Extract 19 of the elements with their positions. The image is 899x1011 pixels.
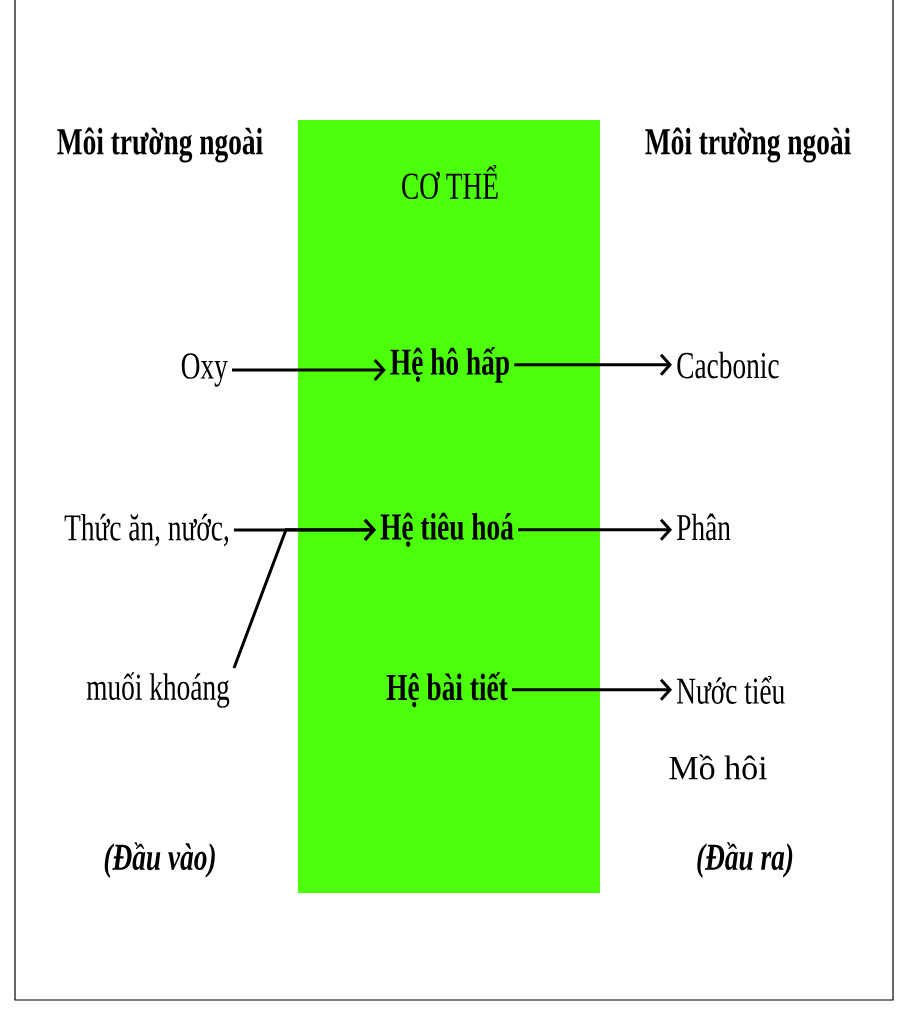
system-label: Hệ hô hấp — [385, 342, 515, 387]
output-label: Nước tiểu — [672, 672, 790, 708]
heading: Môi trường ngoài — [57, 127, 263, 163]
input-label: Oxy — [176, 349, 232, 391]
side-caption: (Đầu vào) — [104, 842, 215, 878]
system-label: Hệ bài tiết — [382, 668, 512, 712]
output-label: Cacbonic — [672, 347, 784, 383]
arrow — [232, 518, 376, 669]
input-label: Thức ăn, nước, — [60, 509, 234, 551]
system-label: Hệ tiêu hoá — [376, 508, 518, 551]
arrow — [518, 518, 672, 541]
arrow — [514, 353, 672, 376]
output-label: Mồ hôi — [669, 754, 767, 780]
output-label: Phân — [672, 509, 735, 545]
input-label: muối khoáng — [82, 668, 234, 712]
heading: Môi trường ngoài — [645, 127, 851, 163]
side-caption: (Đầu ra) — [697, 842, 793, 878]
arrow — [512, 678, 672, 701]
arrow — [232, 359, 386, 381]
